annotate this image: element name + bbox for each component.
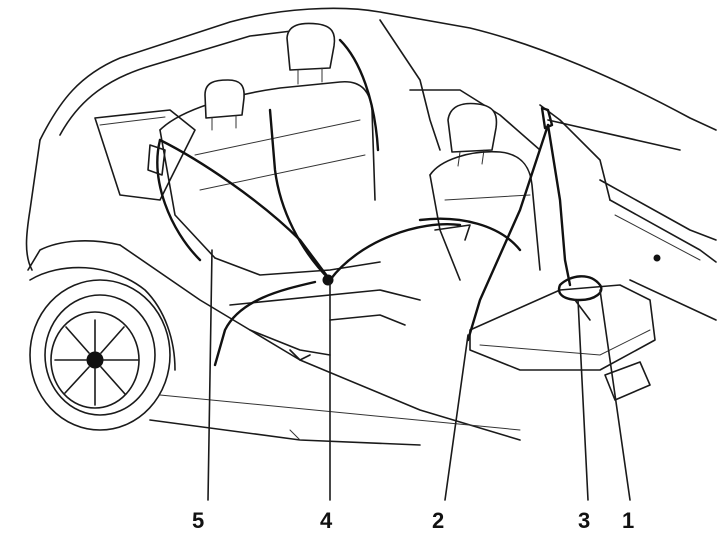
callout-leaders <box>207 249 631 501</box>
door-frame <box>379 19 717 321</box>
head-restraints <box>204 22 498 167</box>
front-shoulder-belt <box>466 106 681 342</box>
callout-1: 1 <box>622 508 635 533</box>
callout-3: 3 <box>578 508 591 533</box>
callout-2: 2 <box>432 508 445 533</box>
callout-5: 5 <box>192 508 205 533</box>
rear-side-window <box>94 109 196 201</box>
rear-seat-belts <box>147 38 522 367</box>
rear-wheel <box>29 266 176 431</box>
callout-4: 4 <box>320 508 333 533</box>
rear-bench-seat <box>159 81 421 356</box>
